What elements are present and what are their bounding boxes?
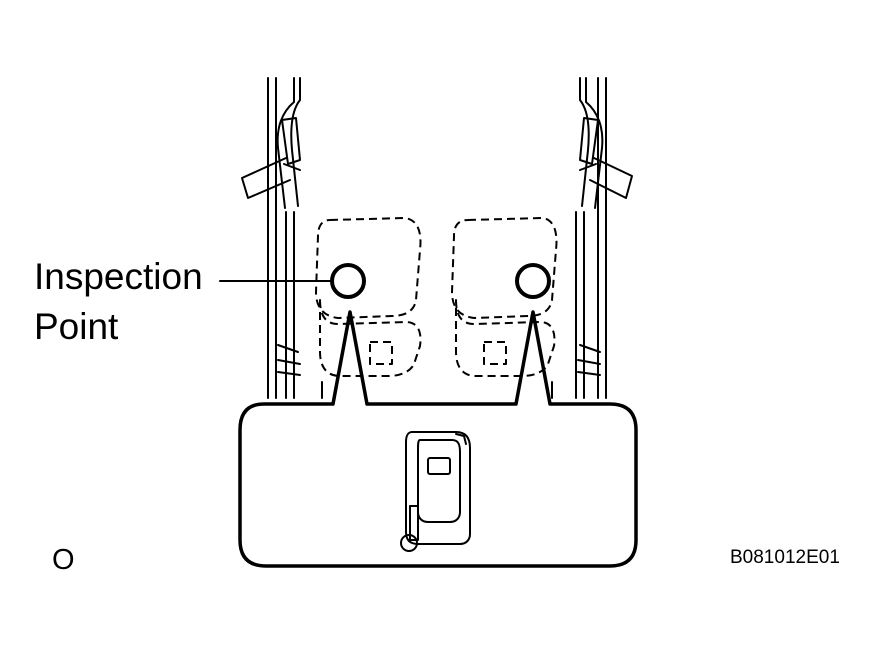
corner-mark: O (52, 544, 75, 576)
smart-key-icon (400, 431, 471, 552)
right-pillar (551, 77, 633, 399)
callout-label-point: Point (34, 306, 119, 347)
inspection-point-right-icon (515, 263, 551, 299)
key-callout-box (238, 310, 638, 568)
inspection-point-left-icon (330, 263, 366, 299)
left-pillar (241, 77, 323, 399)
callout-label-inspection: Inspection (34, 256, 203, 297)
left-seat (315, 217, 422, 377)
figure-code: B081012E01 (730, 547, 840, 568)
right-seat (451, 217, 558, 377)
